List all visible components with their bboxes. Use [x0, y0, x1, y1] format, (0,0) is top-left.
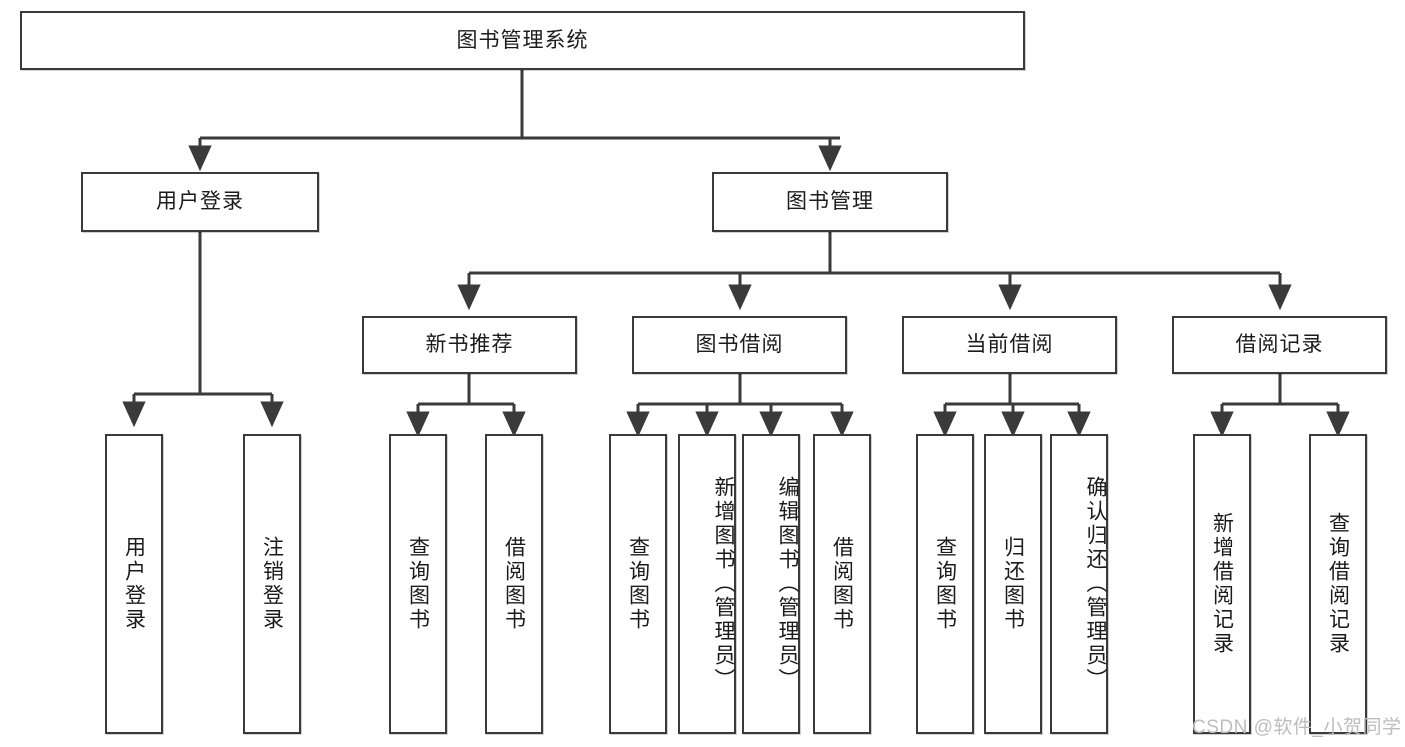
node-leaf-logout[interactable]: 注销登录	[243, 434, 301, 734]
node-leaf-return-book[interactable]: 归还图书	[984, 434, 1042, 734]
node-label: 图书借阅	[695, 333, 784, 357]
node-current-borrow[interactable]: 当前借阅	[902, 316, 1117, 374]
node-user-login[interactable]: 用户登录	[81, 172, 319, 232]
node-label: 新增借阅记录	[1210, 512, 1234, 656]
node-leaf-query-borrow-record[interactable]: 查询借阅记录	[1309, 434, 1367, 734]
node-label: 图书管理系统	[456, 28, 589, 52]
node-label: 借阅记录	[1235, 333, 1324, 357]
node-leaf-edit-book-admin[interactable]: 编辑图书（管理员）	[742, 434, 800, 734]
node-label: 用户登录	[156, 190, 244, 214]
node-label: 确认归还（管理员）	[1084, 476, 1107, 692]
node-label: 查询图书	[406, 536, 430, 632]
node-label: 图书管理	[786, 190, 874, 214]
node-leaf-borrow-book-recommend[interactable]: 借阅图书	[485, 434, 543, 734]
node-label: 查询借阅记录	[1326, 512, 1350, 656]
node-label: 新书推荐	[425, 333, 514, 357]
node-label: 用户登录	[122, 536, 146, 632]
node-label: 借阅图书	[502, 536, 526, 632]
node-book-management[interactable]: 图书管理	[712, 172, 948, 232]
node-label: 注销登录	[260, 536, 284, 632]
node-label: 借阅图书	[830, 536, 854, 632]
node-leaf-confirm-return-admin[interactable]: 确认归还（管理员）	[1050, 434, 1108, 734]
node-borrow-record[interactable]: 借阅记录	[1172, 316, 1387, 374]
node-leaf-user-login[interactable]: 用户登录	[105, 434, 163, 734]
node-root-book-management-system[interactable]: 图书管理系统	[20, 11, 1025, 70]
node-leaf-query-book-recommend[interactable]: 查询图书	[389, 434, 447, 734]
node-leaf-borrow-book[interactable]: 借阅图书	[813, 434, 871, 734]
node-label: 查询图书	[933, 536, 957, 632]
node-leaf-add-book-admin[interactable]: 新增图书（管理员）	[678, 434, 736, 734]
node-leaf-query-book-borrow[interactable]: 查询图书	[609, 434, 667, 734]
node-label: 当前借阅	[965, 333, 1054, 357]
node-label: 编辑图书（管理员）	[776, 476, 799, 692]
node-label: 查询图书	[626, 536, 650, 632]
node-new-book-recommend[interactable]: 新书推荐	[362, 316, 577, 374]
node-label: 新增图书（管理员）	[712, 476, 735, 692]
node-leaf-add-borrow-record[interactable]: 新增借阅记录	[1193, 434, 1251, 734]
node-label: 归还图书	[1001, 536, 1025, 632]
node-book-borrow[interactable]: 图书借阅	[632, 316, 847, 374]
node-leaf-query-book-current[interactable]: 查询图书	[916, 434, 974, 734]
